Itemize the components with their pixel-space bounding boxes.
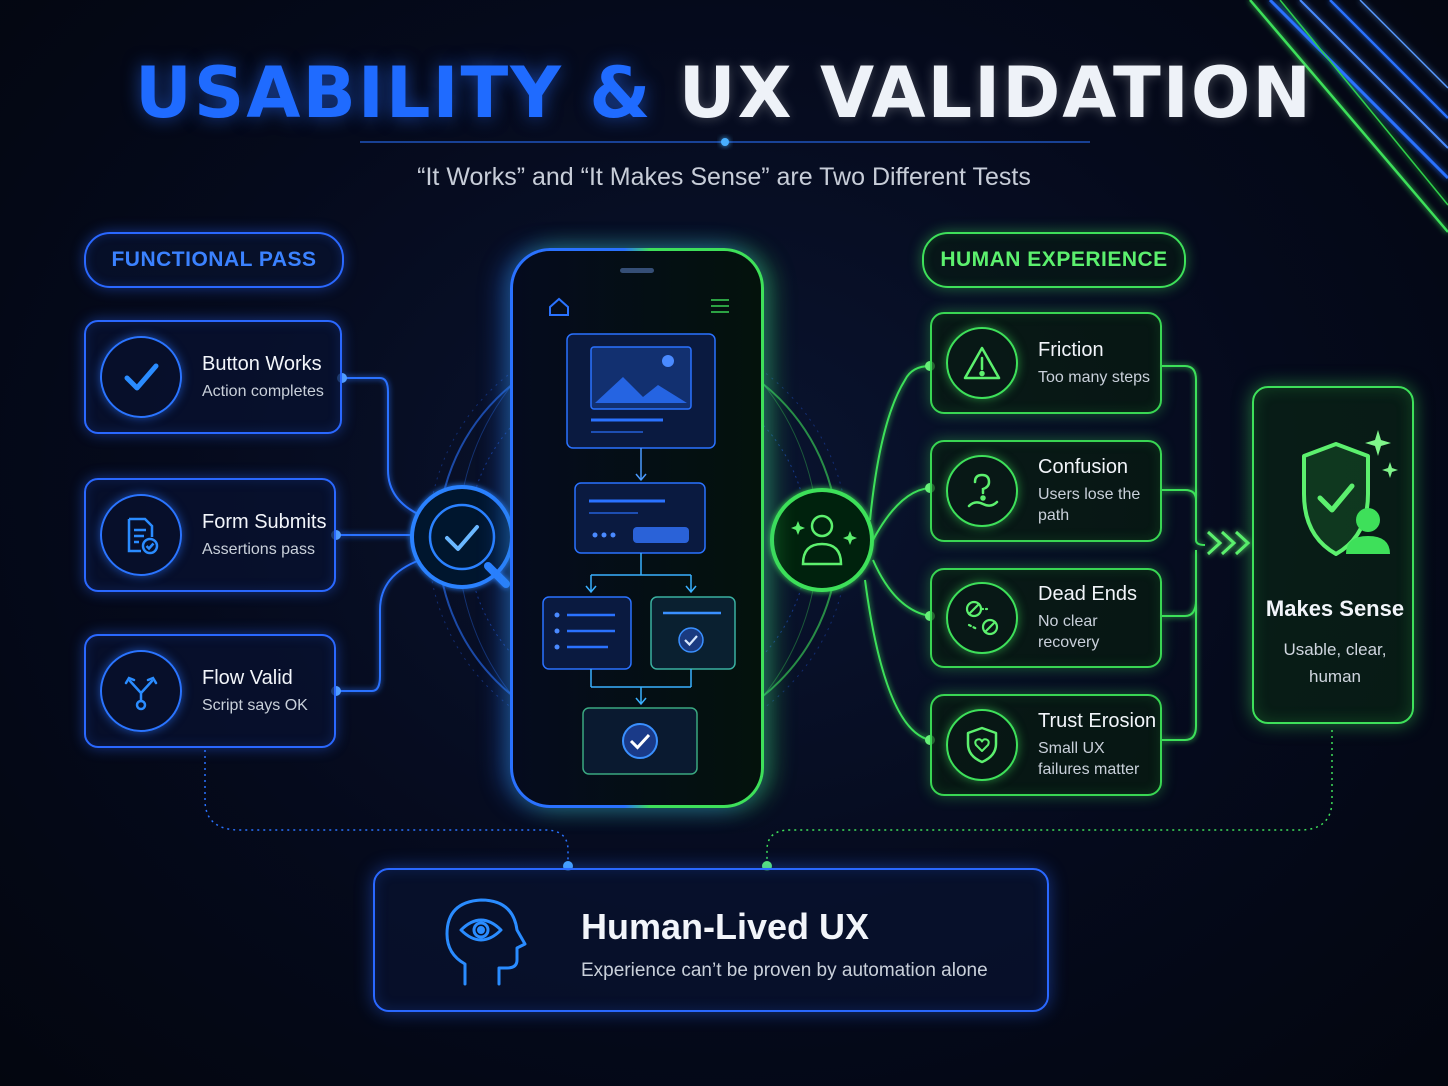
makes-sense-card: Makes Sense Usable, clear, human	[1252, 386, 1414, 724]
right-connector-dots	[925, 361, 935, 745]
shield-heart-icon	[946, 709, 1018, 781]
card-trust-erosion: Trust Erosion Small UX failures matter	[930, 694, 1162, 796]
card-title: Form Submits	[202, 510, 327, 533]
card-title: Friction	[1038, 338, 1104, 361]
human-lived-ux-card: Human-Lived UX Experience can’t be prove…	[373, 868, 1049, 1012]
question-path-icon	[946, 455, 1018, 527]
card-title: Flow Valid	[202, 666, 293, 689]
card-button-works: Button Works Action completes	[84, 320, 342, 434]
menu-icon	[711, 299, 729, 313]
functional-pass-label: FUNCTIONAL PASS	[84, 232, 344, 288]
card-subtitle: Assertions pass	[202, 540, 315, 558]
user-sparkle-icon	[770, 488, 874, 592]
corner-light-streaks	[1249, 0, 1448, 233]
page-subtitle: “It Works” and “It Makes Sense” are Two …	[417, 163, 1031, 191]
phone-screen	[542, 268, 736, 775]
checkmark-icon	[100, 336, 182, 418]
card-subtitle: Small UX failures matter	[1038, 740, 1140, 778]
card-confusion: Confusion Users lose the path	[930, 440, 1162, 542]
blocked-route-icon	[946, 582, 1018, 654]
left-connectors	[336, 377, 421, 692]
card-subtitle: Script says OK	[202, 696, 308, 714]
card-friction: Friction Too many steps	[930, 312, 1162, 414]
result-title: Makes Sense	[1265, 596, 1405, 621]
bottom-dotted-links	[204, 730, 1333, 866]
card-form-submits: Form Submits Assertions pass	[84, 478, 336, 592]
home-icon	[549, 297, 569, 316]
card-subtitle: Too many steps	[1038, 368, 1151, 386]
document-check-icon	[100, 494, 182, 576]
card-title: Button Works	[202, 352, 322, 375]
result-subtitle: Usable, clear, human	[1283, 640, 1387, 687]
bottom-subtitle: Experience can’t be proven by automation…	[581, 960, 988, 981]
magnifier-check-icon	[410, 485, 514, 589]
card-subtitle: Users lose the path	[1038, 486, 1141, 524]
page-title: USABILITY & UX VALIDATION	[0, 52, 1448, 134]
card-title: Trust Erosion	[1038, 710, 1157, 733]
phone-mockup	[510, 248, 764, 808]
bottom-title: Human-Lived UX	[581, 906, 870, 947]
title-part-1: USABILITY &	[135, 52, 653, 134]
human-experience-label: HUMAN EXPERIENCE	[922, 232, 1186, 288]
branch-arrows-icon	[100, 650, 182, 732]
card-flow-valid: Flow Valid Script says OK	[84, 634, 336, 748]
card-subtitle: Action completes	[202, 382, 324, 400]
card-dead-ends: Dead Ends No clear recovery	[930, 568, 1162, 668]
card-title: Confusion	[1038, 456, 1129, 479]
card-subtitle: No clear recovery	[1038, 613, 1100, 651]
head-eye-icon	[445, 898, 527, 986]
warning-triangle-icon	[946, 327, 1018, 399]
right-connectors	[864, 365, 1206, 741]
title-part-2: UX VALIDATION	[678, 52, 1313, 134]
shield-user-icon	[1302, 430, 1398, 556]
card-title: Dead Ends	[1038, 583, 1137, 606]
title-underline	[360, 138, 1090, 146]
chevron-arrows-icon	[1206, 530, 1251, 556]
